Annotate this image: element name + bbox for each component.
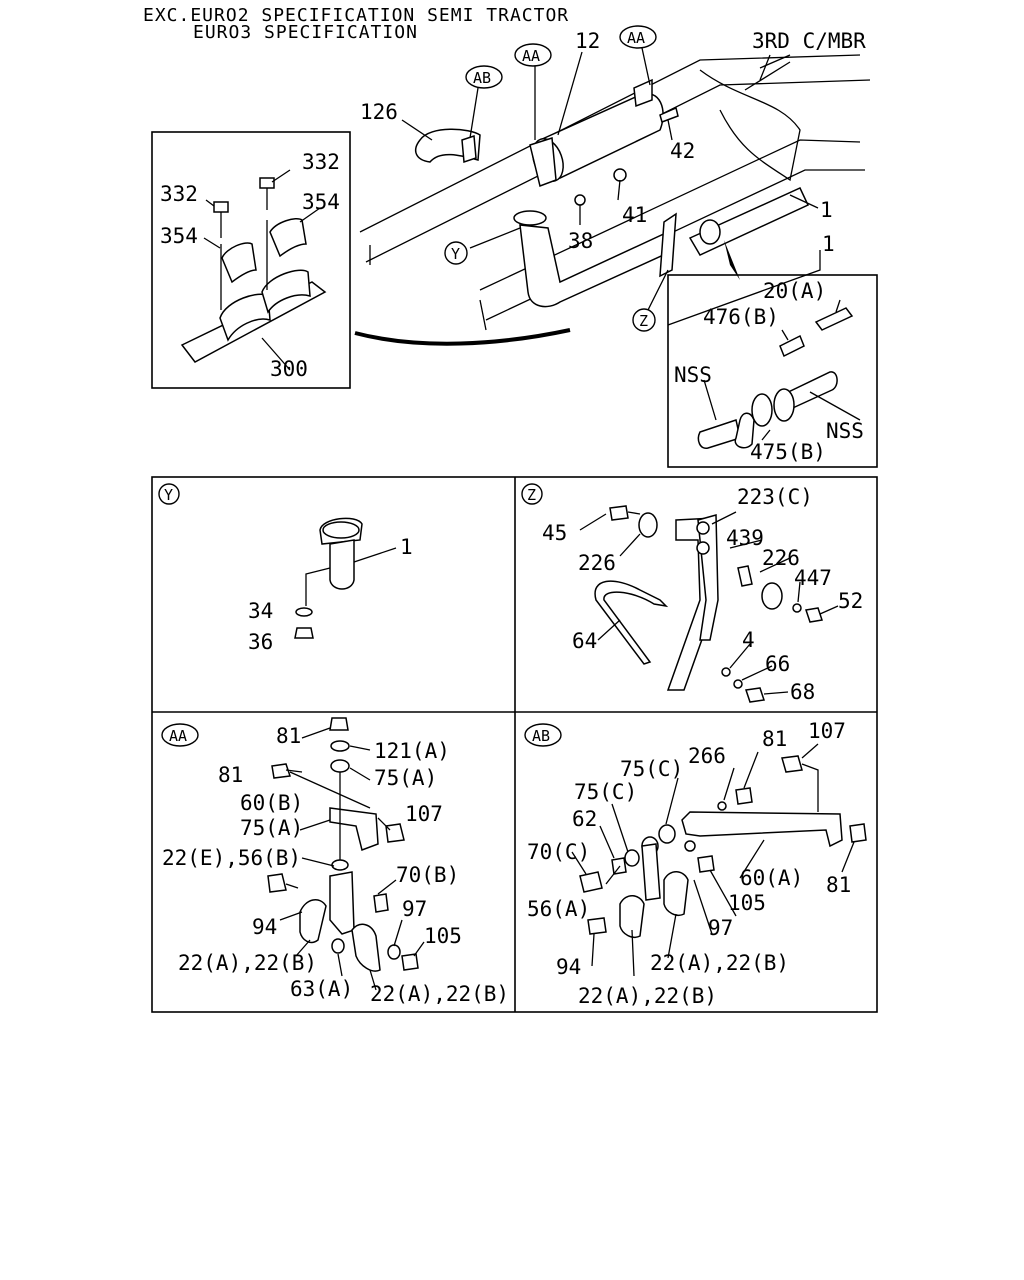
- ab-label-266: 266: [688, 744, 726, 768]
- label-nss-right: NSS: [826, 419, 864, 443]
- z-label-4: 4: [742, 628, 755, 652]
- panel-ab-tag: AB: [532, 727, 550, 745]
- aa-label-63a: 63(A): [290, 977, 353, 1001]
- aa-label-121a: 121(A): [374, 739, 450, 763]
- aa-label-22e-56b: 22(E),56(B): [162, 846, 301, 870]
- label-126: 126: [360, 100, 398, 124]
- label-476b: 476(B): [703, 305, 779, 329]
- aa-label-75a-top: 75(A): [374, 766, 437, 790]
- label-332-right: 332: [302, 150, 340, 174]
- callout-y: Y: [451, 245, 460, 263]
- z-label-45: 45: [542, 521, 567, 545]
- ab-label-81-top: 81: [762, 727, 787, 751]
- label-475b: 475(B): [750, 440, 826, 464]
- z-label-66: 66: [765, 652, 790, 676]
- ab-label-60a: 60(A): [740, 866, 803, 890]
- aa-label-107: 107: [405, 802, 443, 826]
- ab-label-70c: 70(C): [527, 840, 590, 864]
- aa-label-22a-22b-left: 22(A),22(B): [178, 951, 317, 975]
- front-pipe: [519, 224, 671, 308]
- ab-label-105: 105: [728, 891, 766, 915]
- aa-label-60b: 60(B): [240, 791, 303, 815]
- pipe-flange: [513, 210, 547, 226]
- aa-label-97: 97: [402, 897, 427, 921]
- panel-aa-tag: AA: [169, 727, 187, 745]
- ab-label-97: 97: [708, 916, 733, 940]
- frame-label: 3RD C/MBR: [752, 29, 866, 53]
- z-label-439: 439: [726, 526, 764, 550]
- panel-z-tag: Z: [527, 486, 536, 504]
- header-line-1: EXC.EURO2 SPECIFICATION SEMI TRACTOR: [143, 5, 569, 26]
- ab-label-75c: 75(C): [574, 780, 637, 804]
- label-12: 12: [575, 29, 600, 53]
- label-354-left: 354: [160, 224, 198, 248]
- label-nss-left: NSS: [674, 363, 712, 387]
- panel-ab: AB 107 81 266 75(C) 75(C) 62 70(C) 60(A)…: [524, 719, 867, 1008]
- label-300: 300: [270, 357, 308, 381]
- y-label-34: 34: [248, 599, 273, 623]
- ab-label-22a-22b-bottom: 22(A),22(B): [578, 984, 717, 1008]
- ab-label-62: 62: [572, 807, 597, 831]
- z-label-68: 68: [790, 680, 815, 704]
- callout-aa-1: AA: [522, 47, 540, 65]
- callout-z: Z: [639, 312, 648, 330]
- aa-label-22a-22b-right: 22(A),22(B): [370, 982, 509, 1006]
- aa-label-94: 94: [252, 915, 277, 939]
- label-332-left: 332: [160, 182, 198, 206]
- label-1a: 1: [820, 198, 833, 222]
- panel-y: Y 1 34 36: [158, 483, 413, 654]
- main-assembly: AB AA AA Y Z 3RD C/MBR 12 126 42 41 38 1…: [354, 25, 871, 346]
- z-label-64: 64: [572, 629, 597, 653]
- ab-label-56a: 56(A): [527, 897, 590, 921]
- panel-y-tag: Y: [164, 486, 173, 504]
- z-label-226-right: 226: [762, 546, 800, 570]
- inset-flange: 20(A) 476(B) NSS NSS 475(B): [667, 274, 878, 468]
- aa-label-81-top: 81: [276, 724, 301, 748]
- label-38: 38: [568, 229, 593, 253]
- header-line-2: EURO3 SPECIFICATION: [193, 22, 418, 43]
- callout-aa-2: AA: [627, 29, 645, 47]
- y-label-1: 1: [400, 535, 413, 559]
- z-label-52: 52: [838, 589, 863, 613]
- panel-aa: AA 81 121(A) 81 75(A) 60(B) 107 75(A) 22…: [161, 717, 509, 1006]
- aa-label-75a: 75(A): [240, 816, 303, 840]
- label-42: 42: [670, 139, 695, 163]
- aa-label-81: 81: [218, 763, 243, 787]
- ab-label-107: 107: [808, 719, 846, 743]
- label-354-right: 354: [302, 190, 340, 214]
- z-label-223c: 223(C): [737, 485, 813, 509]
- y-label-36: 36: [248, 630, 273, 654]
- aa-label-70b: 70(B): [396, 863, 459, 887]
- label-1b: 1: [822, 232, 835, 256]
- ab-label-22a-22b-right: 22(A),22(B): [650, 951, 789, 975]
- ab-label-75c-top: 75(C): [620, 757, 683, 781]
- z-label-447: 447: [794, 566, 832, 590]
- aa-label-105: 105: [424, 924, 462, 948]
- callout-ab: AB: [473, 69, 491, 87]
- label-41: 41: [622, 203, 647, 227]
- inset-bracket: 332 332 354 354 300: [151, 131, 351, 389]
- ab-label-81: 81: [826, 873, 851, 897]
- ab-label-94: 94: [556, 955, 581, 979]
- panel-z: Z 223(C) 45 439 226 226 447 52 64 4 66 6…: [521, 483, 863, 704]
- label-20a: 20(A): [763, 279, 826, 303]
- z-label-226-left: 226: [578, 551, 616, 575]
